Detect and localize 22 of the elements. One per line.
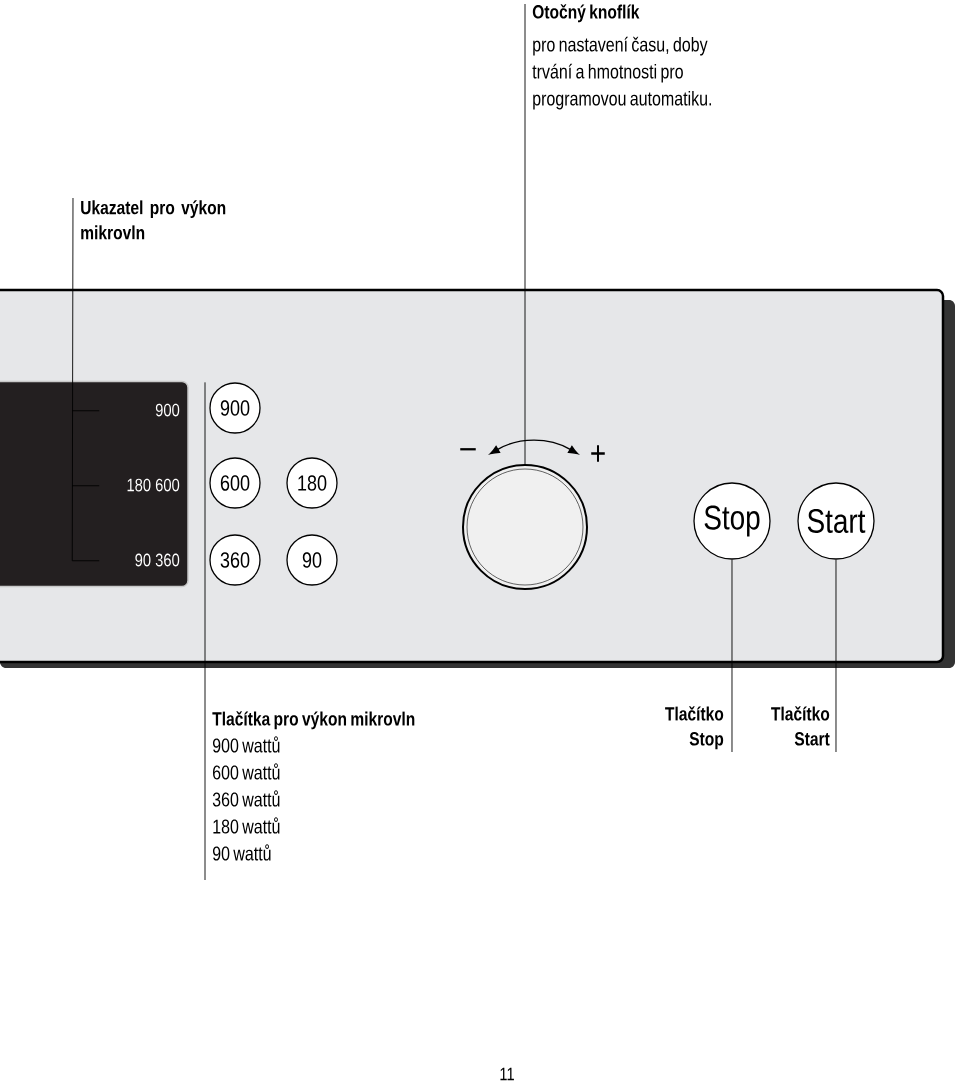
leader-line: [204, 381, 206, 881]
sign-symbol: +: [591, 445, 605, 462]
page-number: 11: [500, 1067, 514, 1081]
callout-text: Tlačítko Stop: [665, 706, 724, 750]
leader-line: [835, 559, 837, 753]
round-button: Stop: [693, 482, 771, 560]
round-button: 180: [286, 457, 338, 509]
leader-line: [731, 559, 733, 753]
round-button: 900: [209, 382, 261, 434]
callout-text: Ukazatel pro výkon mikrovln: [81, 200, 226, 240]
rotary-knob: [462, 464, 588, 590]
round-button: 90: [286, 534, 338, 586]
round-button: Start: [797, 482, 875, 560]
leader-line: [524, 3, 526, 465]
round-button: 600: [209, 457, 261, 509]
round-button: 360: [209, 534, 261, 586]
callout-text: Tlačítko Start: [771, 706, 830, 746]
display-panel: 900 180 600 90 360: [0, 380, 189, 588]
callout-text: Tlačítka pro výkon mikrovln 900 wattů 600 wattů 360 wattů 180 wattů 90 wattů: [212, 711, 415, 861]
leader-line: [71, 197, 100, 562]
callout-text: Otočný knoflík pro nastavení času, doby trvání a hmotnosti pro programovou automatiku.: [532, 4, 711, 110]
sign-symbol: –: [460, 448, 476, 451]
